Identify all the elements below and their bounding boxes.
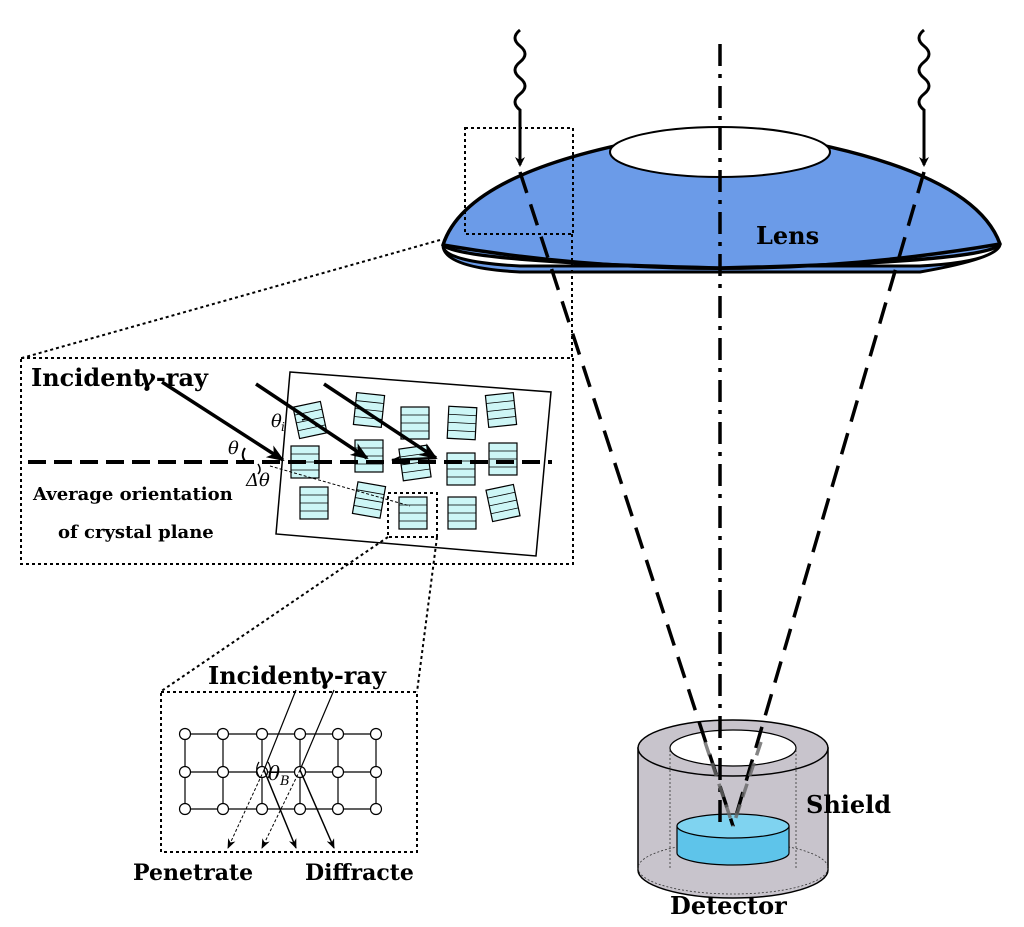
lattice-atom: [369, 765, 383, 779]
detector-assembly: Shield Detector: [637, 719, 891, 920]
incident-arrow-1: [161, 380, 285, 462]
lattice-atom: [178, 727, 192, 741]
crystal-tile: [400, 406, 430, 440]
crystal-tile: [351, 481, 387, 519]
zoom-line-2a: [159, 536, 389, 693]
lens: Lens: [441, 126, 1002, 274]
lattice-atom: [178, 802, 192, 816]
incident-label-bottom: Incident: [208, 661, 321, 690]
svg-text:i: i: [281, 420, 285, 434]
svg-text:θ: θ: [268, 761, 280, 785]
crystal-tile: [484, 391, 518, 429]
zoom-line-1a: [21, 239, 441, 359]
inset1-frame: [20, 357, 574, 565]
theta-symbol: θ: [228, 438, 239, 459]
theta-b-symbol: θ B: [268, 761, 290, 789]
focusing-rays: [518, 44, 926, 830]
incident-arrow-3: [323, 382, 438, 460]
lens-label: Lens: [756, 221, 819, 250]
right-focus-ray: [731, 171, 926, 827]
diffracte-label: Diffracte: [305, 860, 414, 886]
lattice-atom: [178, 765, 192, 779]
reflected-arrow-1: [391, 455, 437, 464]
average-orientation-label-2: of crystal plane: [58, 522, 214, 543]
lattice-atom: [331, 802, 345, 816]
crystal-tile: [299, 486, 329, 520]
shield-label: Shield: [806, 790, 891, 819]
crystal-tile: [485, 483, 521, 523]
lattice-atom: [255, 727, 269, 741]
incident-ray-a: [263, 689, 297, 771]
lattice-atom: [216, 727, 230, 741]
gamma-ray-label-top: γ-ray: [140, 363, 209, 392]
crystal-mosaic-inset: Incident γ-ray θ θ i Δθ Average orientat…: [20, 357, 574, 565]
svg-text:B: B: [279, 774, 290, 789]
diffract-ray-b: [299, 769, 335, 849]
mosaic-zoom-box: [387, 492, 438, 538]
diffract-ray-a: [263, 769, 297, 849]
lattice-atom: [255, 802, 269, 816]
penetrate-ray-b: [261, 769, 301, 849]
crystal-tile: [398, 496, 428, 530]
crystal-tiles: [290, 391, 521, 530]
crystal-tile: [354, 439, 384, 473]
theta-i-symbol: θ i: [271, 411, 285, 434]
shield-opening: [669, 729, 797, 767]
wavy-ray-right: [917, 28, 931, 167]
lattice-atom: [331, 727, 345, 741]
incoming-gamma-rays: [513, 28, 931, 167]
lattice-atom: [216, 765, 230, 779]
theta-arc: [241, 447, 247, 463]
detector-label: Detector: [670, 891, 787, 920]
incident-ray-b: [299, 689, 335, 771]
crystal-tile: [488, 442, 518, 476]
lattice-atom: [216, 802, 230, 816]
lattice-atom: [369, 802, 383, 816]
delta-theta-symbol: Δθ: [245, 470, 270, 491]
average-orientation-label-1: Average orientation: [32, 484, 233, 505]
incident-arrow-2: [255, 382, 369, 460]
lattice-atom: [369, 727, 383, 741]
penetrate-label: Penetrate: [133, 860, 253, 886]
delta-theta-line: [269, 465, 411, 507]
crystal-tile: [447, 496, 477, 530]
gamma-ray-label-bottom: γ-ray: [318, 661, 387, 690]
inset2-frame: [160, 691, 418, 853]
penetrate-ray-a: [227, 769, 265, 849]
lattice-grid: [178, 727, 383, 816]
crystal-tile: [446, 452, 476, 486]
lattice-atom: [293, 765, 307, 779]
wavy-ray-left: [513, 28, 527, 167]
lattice-atom: [293, 727, 307, 741]
lattice-atom: [293, 802, 307, 816]
theta-i-arc: [301, 418, 317, 427]
lattice-atom: [331, 765, 345, 779]
zoom-line-2b: [416, 536, 438, 693]
left-focus-ray: [518, 171, 735, 827]
crystal-tile: [446, 405, 478, 441]
lattice-inset: θ B Incident γ-ray Penetrate Diffracte: [133, 661, 418, 886]
svg-text:θ: θ: [271, 411, 282, 432]
incident-label-top: Incident: [31, 363, 144, 392]
